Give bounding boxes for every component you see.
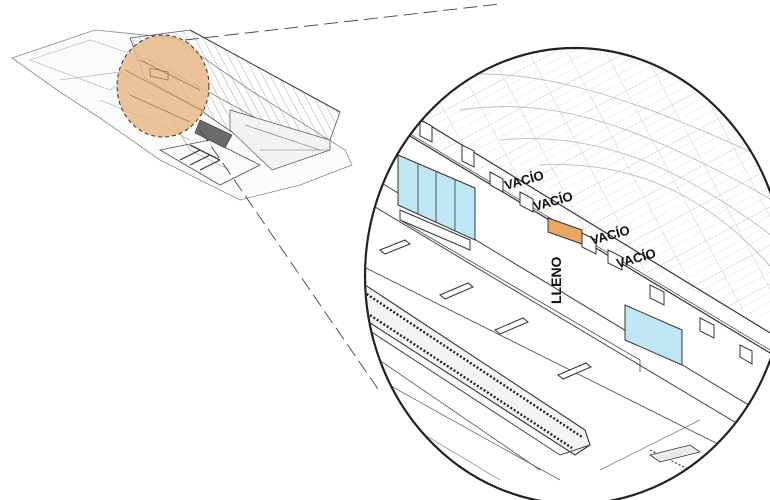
overview-building [11,29,353,201]
detail-magnifier [363,46,770,500]
label-lleno: LLENO [548,256,564,304]
highlight-circle [116,34,210,138]
magnifier-outline [363,46,770,500]
window-right [624,304,683,366]
filled-cell [547,217,583,245]
projection-lines [184,3,501,393]
window-left [397,154,476,241]
rail-trench [365,273,591,471]
